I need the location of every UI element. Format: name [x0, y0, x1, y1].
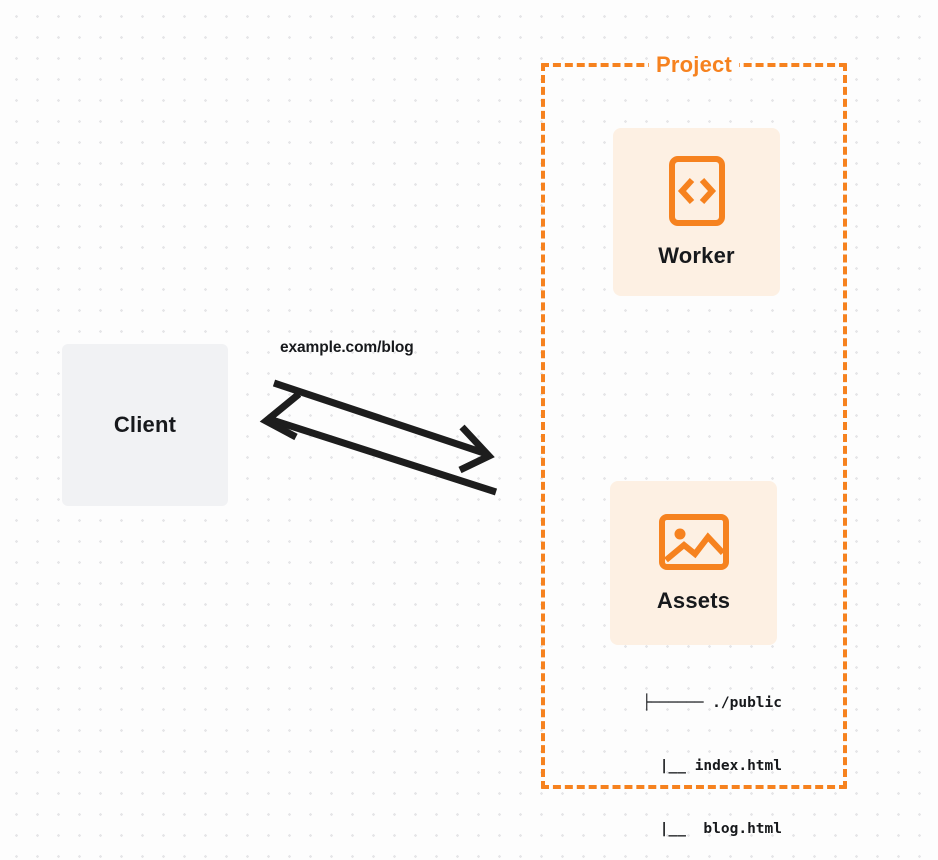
tree-row: |__ blog.html	[607, 821, 782, 837]
node-worker[interactable]: Worker	[613, 128, 780, 296]
node-assets[interactable]: Assets	[610, 481, 777, 645]
tree-row: ├────── ./public	[642, 695, 782, 711]
node-worker-label: Worker	[658, 243, 735, 268]
code-brackets-icon	[667, 155, 727, 227]
node-client[interactable]: Client	[62, 344, 228, 506]
arrow-left-icon	[259, 391, 498, 496]
arrow-right-icon	[272, 379, 495, 474]
node-client-label: Client	[113, 412, 177, 437]
image-icon	[658, 512, 730, 572]
asset-file-tree: ├────── ./public |__ index.html |__ blog…	[560, 651, 782, 860]
node-assets-label: Assets	[656, 588, 731, 613]
project-title: Project	[649, 52, 739, 78]
tree-row: |__ index.html	[607, 758, 782, 774]
connection-label: example.com/blog	[280, 339, 414, 356]
project-container: Project	[541, 52, 847, 789]
